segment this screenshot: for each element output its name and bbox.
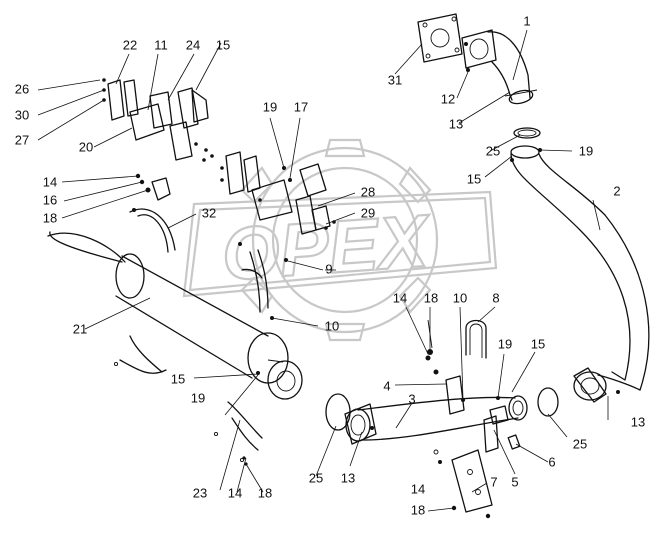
gasket-plate-31 xyxy=(417,13,463,63)
callout-14-strap: 14 xyxy=(228,485,242,500)
callout-29: 29 xyxy=(361,205,375,220)
callout-16: 16 xyxy=(43,192,57,207)
hanger-strap-32 xyxy=(129,177,288,320)
muffler-21 xyxy=(47,231,303,400)
callout-19-muffler: 19 xyxy=(191,390,205,405)
callout-5: 5 xyxy=(511,474,518,489)
watermark-gear-icon xyxy=(240,138,439,342)
leader-lines xyxy=(37,29,609,512)
callout-18-strap: 18 xyxy=(258,485,272,500)
callout-13-pipe2: 13 xyxy=(631,414,645,429)
callout-28: 28 xyxy=(361,184,375,199)
callout-15-pipe3: 15 xyxy=(531,336,545,351)
callout-19-middle: 19 xyxy=(263,99,277,114)
callout-14-bracket: 14 xyxy=(411,481,425,496)
muffler-strap-lower xyxy=(113,335,263,463)
callout-18-upper: 18 xyxy=(43,210,57,225)
callout-3: 3 xyxy=(408,391,415,406)
callout-9: 9 xyxy=(325,261,332,276)
callout-26: 26 xyxy=(15,81,29,96)
bracket-set-upper-left xyxy=(102,78,214,162)
callout-18-bracket: 18 xyxy=(411,502,425,517)
callout-32: 32 xyxy=(202,205,216,220)
callout-11: 11 xyxy=(154,37,168,52)
callout-1: 1 xyxy=(523,13,530,28)
callout-27: 27 xyxy=(15,132,29,147)
callout-14-mid: 14 xyxy=(393,290,407,305)
exhaust-pipe-3 xyxy=(344,395,528,445)
u-bolt-8 xyxy=(465,319,487,359)
callout-25-top: 25 xyxy=(486,143,500,158)
callout-14-upper: 14 xyxy=(43,174,57,189)
callout-6: 6 xyxy=(548,454,555,469)
callout-18-mid: 18 xyxy=(424,290,438,305)
callout-12: 12 xyxy=(441,91,455,106)
callout-2: 2 xyxy=(613,183,620,198)
mount-bracket-7 xyxy=(433,415,521,519)
callout-25-left: 25 xyxy=(309,470,323,485)
callout-22: 22 xyxy=(123,37,137,52)
watermark-text: OPEX xyxy=(219,199,435,296)
callout-24: 24 xyxy=(186,37,200,52)
watermark: OPEX xyxy=(182,138,498,342)
callout-15-muffler: 15 xyxy=(171,371,185,386)
callout-10-pipe: 10 xyxy=(453,290,467,305)
callout-15-upper: 15 xyxy=(216,37,230,52)
hardware-lower xyxy=(242,355,431,466)
watermark-frame xyxy=(182,190,498,298)
seal-ring-25-top xyxy=(513,127,541,139)
callout-7: 7 xyxy=(490,474,497,489)
callout-4: 4 xyxy=(383,378,390,393)
exhaust-elbow-1 xyxy=(461,29,538,105)
callout-10-muffler: 10 xyxy=(325,318,339,333)
seal-ring-25-right xyxy=(537,387,559,417)
callout-30: 30 xyxy=(15,107,29,122)
callout-19-pipe3: 19 xyxy=(498,336,512,351)
callout-13-elbow: 13 xyxy=(449,116,463,131)
callout-20: 20 xyxy=(79,139,93,154)
callout-25-right: 25 xyxy=(573,436,587,451)
exhaust-pipe-2 xyxy=(510,145,650,403)
callout-23: 23 xyxy=(193,485,207,500)
callout-13-pipe3: 13 xyxy=(341,470,355,485)
callout-19-pipe2: 19 xyxy=(579,143,593,158)
callout-31: 31 xyxy=(388,72,402,87)
seal-ring-25-left xyxy=(325,393,351,431)
callout-15-pipe2: 15 xyxy=(467,171,481,186)
callout-8: 8 xyxy=(492,290,499,305)
callout-17: 17 xyxy=(294,99,308,114)
callout-labels: 1 2 3 4 5 6 7 8 9 10 10 11 12 13 13 13 1… xyxy=(15,13,645,517)
callout-21: 21 xyxy=(73,321,87,336)
